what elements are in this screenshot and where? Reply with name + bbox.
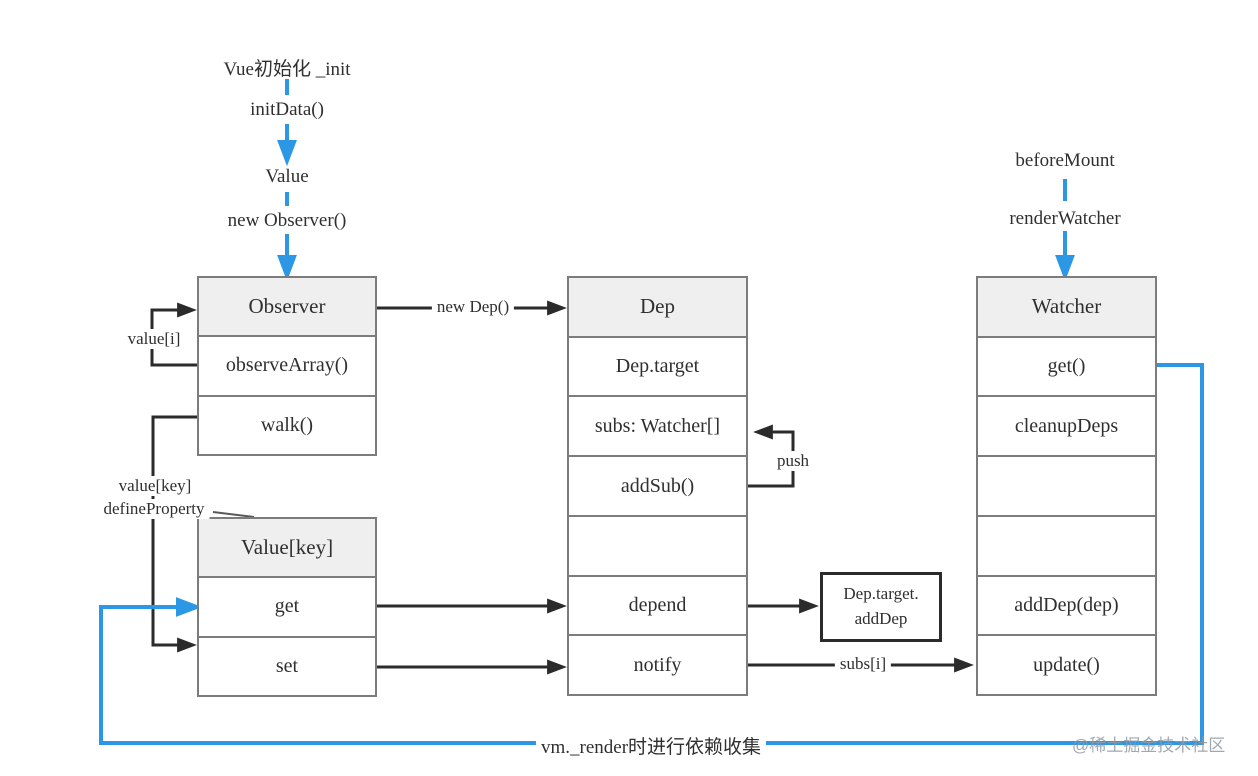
watcher-table: Watcher get() cleanupDeps addDep(dep) up… [976, 276, 1157, 696]
watcher-row-get: get() [978, 337, 1155, 398]
edge-label-defineproperty: defineProperty [98, 499, 210, 519]
dep-row-notify: notify [569, 636, 746, 695]
watcher-row-adddep: addDep(dep) [978, 576, 1155, 637]
flow-step-renderwatcher: renderWatcher [1009, 208, 1121, 229]
flow-step-vue-init: Vue初始化 _init [223, 59, 351, 80]
dep-row-empty [569, 516, 746, 577]
value-key-table-title: Value[key] [199, 519, 375, 579]
watcher-row-update: update() [978, 636, 1155, 695]
defineproperty-connector [212, 511, 255, 518]
observer-table: Observer observeArray() walk() [197, 276, 377, 456]
observer-table-title: Observer [199, 278, 375, 338]
walk-defineproperty-loop-arrow [151, 415, 197, 653]
juejin-watermark: @稀土掘金技术社区 [1072, 736, 1226, 755]
edge-label-subs-i: subs[i] [834, 654, 892, 674]
edge-label-value-i: value[i] [122, 329, 186, 349]
dep-row-subs: subs: Watcher[] [569, 397, 746, 458]
observer-row-walk: walk() [199, 396, 375, 454]
edge-label-new-dep: new Dep() [431, 297, 515, 317]
dep-table: Dep Dep.target subs: Watcher[] addSub() … [567, 276, 748, 696]
watcher-table-title: Watcher [978, 278, 1155, 338]
dep-table-title: Dep [569, 278, 746, 338]
flow-step-beforemount: beforeMount [1015, 150, 1115, 171]
dep-target-adddep-line2: addDep [854, 609, 908, 628]
edge-label-push: push [774, 451, 812, 471]
flow-step-initdata: initData() [250, 99, 324, 120]
dep-target-adddep-line1: Dep.target. [843, 584, 919, 604]
flow-step-new-observer: new Observer() [227, 210, 347, 231]
dep-row-addsub: addSub() [569, 457, 746, 517]
dep-row-depend: depend [569, 576, 746, 637]
edge-label-vm-render: vm._render时进行依赖收集 [535, 732, 767, 759]
watcher-row-cleanupdeps: cleanupDeps [978, 397, 1155, 458]
edge-label-value-key: value[key] [113, 476, 197, 496]
observer-row-observearray: observeArray() [199, 337, 375, 397]
watcher-row-empty-1 [978, 457, 1155, 517]
value-key-row-set: set [199, 637, 375, 695]
dep-target-adddep-box: Dep.target. addDep [820, 572, 942, 642]
value-key-row-get: get [199, 578, 375, 638]
flow-step-value: Value [265, 166, 309, 187]
value-key-table: Value[key] get set [197, 517, 377, 697]
dep-row-target: Dep.target [569, 337, 746, 398]
watcher-row-empty-2 [978, 516, 1155, 577]
